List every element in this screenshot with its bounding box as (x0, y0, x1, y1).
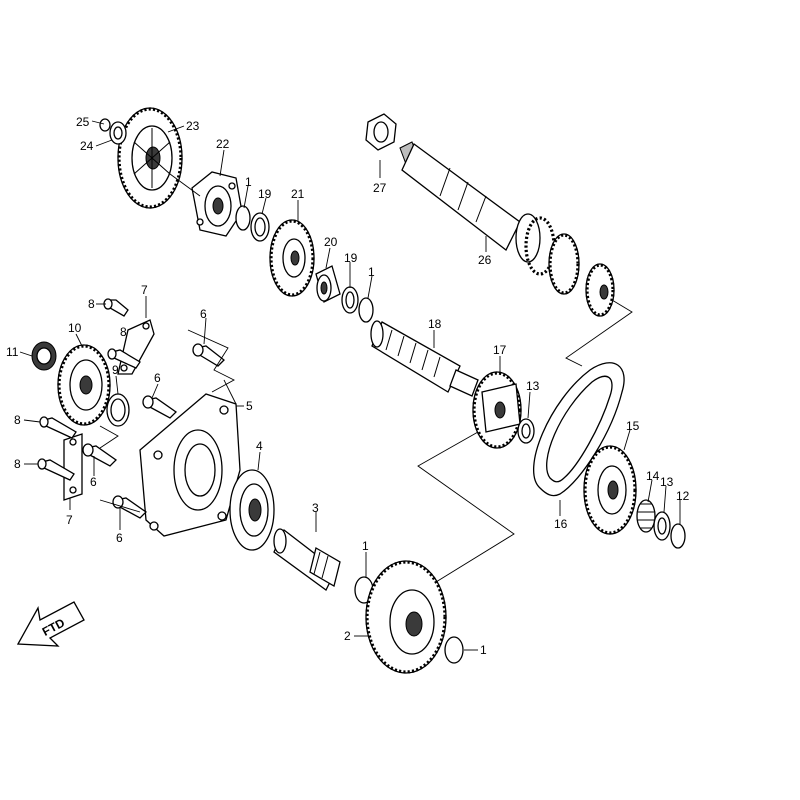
bearing-holder-22 (191, 171, 243, 237)
label-6-left: 6 (90, 475, 97, 489)
shaft-26 (399, 141, 615, 317)
bolt-6-left (82, 443, 118, 467)
o-ring-9 (106, 393, 130, 427)
circlip-12 (670, 523, 686, 549)
label-13-upper: 13 (526, 379, 540, 393)
bolt-6-mid (142, 395, 178, 419)
label-8-upper: 8 (88, 297, 95, 311)
label-26: 26 (478, 253, 492, 267)
circlip-1-upper (235, 205, 251, 231)
circlip-1-bottom (444, 636, 464, 664)
label-14: 14 (646, 469, 660, 483)
label-8-plate: 8 (120, 325, 127, 339)
callout-labels: 25 24 23 22 1 19 21 20 19 1 27 18 26 17 … (6, 115, 690, 657)
chain-16 (533, 362, 625, 497)
label-11: 11 (6, 345, 19, 359)
label-21: 21 (291, 187, 305, 201)
washer-13-lower (653, 511, 671, 541)
label-3: 3 (312, 501, 319, 515)
label-1-lower: 1 (362, 539, 369, 553)
label-8-lower: 8 (14, 457, 21, 471)
circlip-1-mid (358, 297, 374, 323)
assembly-lines (99, 173, 633, 583)
label-12: 12 (676, 489, 690, 503)
gear-10 (57, 344, 111, 426)
label-16: 16 (554, 517, 568, 531)
washer-24 (109, 121, 127, 145)
label-4: 4 (256, 439, 263, 453)
bushing-20 (315, 265, 341, 303)
bolt-8-plate (107, 348, 141, 369)
label-1-bottom: 1 (480, 643, 487, 657)
label-20: 20 (324, 235, 338, 249)
label-5: 5 (246, 399, 253, 413)
washer-19-upper (250, 212, 270, 242)
gear-21 (269, 219, 315, 297)
gear-2 (365, 560, 447, 674)
housing-5 (139, 393, 241, 537)
label-24: 24 (80, 139, 94, 153)
bearing-4 (229, 469, 275, 551)
label-8-mid: 8 (14, 413, 21, 427)
nut-25 (99, 118, 111, 132)
label-6-top: 6 (200, 307, 207, 321)
gear-23 (117, 107, 183, 209)
label-19-upper: 19 (258, 187, 272, 201)
nut-27 (365, 113, 397, 151)
washer-19-lower (341, 286, 359, 314)
label-1-upper: 1 (245, 175, 252, 189)
label-9: 9 (112, 363, 119, 377)
bolt-8-upper (103, 298, 129, 317)
bolt-6-top (192, 343, 225, 367)
label-22: 22 (216, 137, 230, 151)
label-6-bottom: 6 (116, 531, 123, 545)
label-2: 2 (344, 629, 351, 643)
shaft-18 (370, 320, 479, 397)
label-10: 10 (68, 321, 82, 335)
label-27: 27 (373, 181, 387, 195)
gear-17 (472, 371, 522, 449)
front-direction-arrow: FTD (16, 601, 85, 647)
callout-leaders (19, 120, 681, 651)
bolt-6-bottom (112, 495, 148, 519)
washer-13-upper (517, 418, 535, 444)
label-19-lower: 19 (344, 251, 358, 265)
label-7-upper: 7 (141, 283, 148, 297)
label-25: 25 (76, 115, 90, 129)
bolt-8-lower (37, 458, 75, 481)
label-23: 23 (186, 119, 200, 133)
label-1-mid: 1 (368, 265, 375, 279)
label-7-lower: 7 (66, 513, 73, 527)
plate-7-lower (63, 433, 83, 501)
shaft-3 (273, 528, 341, 591)
label-15: 15 (626, 419, 640, 433)
label-17: 17 (493, 343, 507, 357)
gear-15 (583, 445, 637, 535)
label-18: 18 (428, 317, 442, 331)
label-13-lower: 13 (660, 475, 674, 489)
bolt-8-mid (39, 416, 77, 439)
needle-bearing-14 (636, 499, 656, 533)
oil-seal-11 (31, 341, 57, 371)
label-6-mid: 6 (154, 371, 161, 385)
